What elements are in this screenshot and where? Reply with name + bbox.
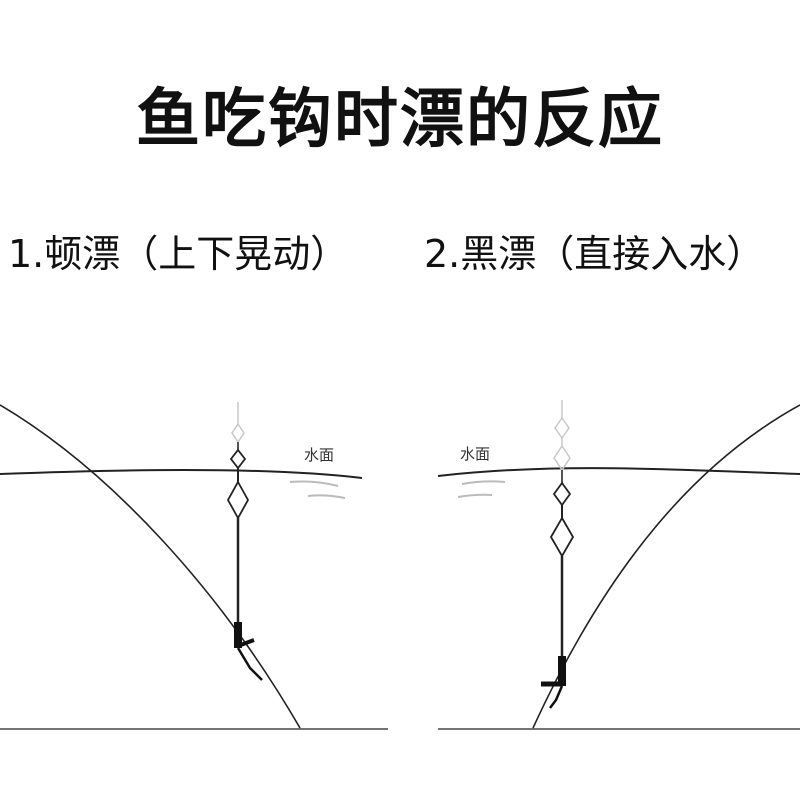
ripple-right-1 bbox=[461, 480, 506, 485]
hook-right-2 bbox=[549, 685, 564, 709]
shore-slope-right bbox=[532, 404, 800, 729]
water-label-left: 水面 bbox=[304, 446, 334, 464]
water-surface-right bbox=[437, 467, 800, 477]
panel-heading-dunpiao: 1.顿漂（上下晃动） bbox=[8, 232, 349, 276]
water-surface-left bbox=[0, 469, 363, 479]
float-faded-body-left bbox=[231, 422, 245, 444]
panel-right-heipiao: 水面 bbox=[437, 400, 800, 730]
float-body-small-left bbox=[229, 448, 247, 470]
ripple-left-1 bbox=[289, 480, 339, 487]
float-faded-body-right-1 bbox=[554, 416, 570, 440]
hook-left-1 bbox=[237, 638, 255, 648]
hook-left-2 bbox=[236, 647, 263, 681]
sinker-right bbox=[558, 656, 566, 686]
water-label-right: 水面 bbox=[460, 445, 490, 463]
shore-slope-left bbox=[0, 404, 301, 729]
float-faded-body-right-2 bbox=[553, 444, 571, 472]
sinker-left bbox=[234, 622, 242, 648]
float-body-large-left bbox=[226, 480, 250, 520]
float-body-large-right bbox=[549, 516, 575, 558]
page-title: 鱼吃钩时漂的反应 bbox=[136, 83, 664, 157]
float-body-small-right bbox=[552, 481, 572, 507]
panel-heading-heipiao: 2.黑漂（直接入水） bbox=[424, 232, 765, 276]
ripple-left-2 bbox=[307, 494, 346, 499]
ripple-right-2 bbox=[457, 493, 493, 498]
panel-left-dunpiao: 水面 bbox=[0, 402, 388, 730]
